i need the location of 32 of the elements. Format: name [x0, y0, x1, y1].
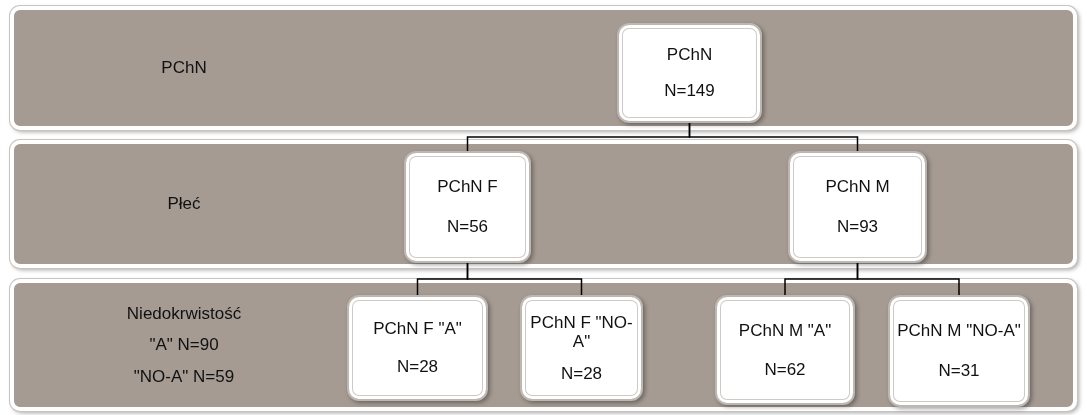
node-title: PChN M "NO-A"	[897, 321, 1021, 341]
level-band	[10, 6, 1077, 130]
node-title: PChN	[666, 45, 713, 65]
node-title: PChN F "NO-A"	[529, 312, 634, 352]
connector-line	[688, 122, 859, 152]
node-title: PChN M "A"	[738, 320, 832, 341]
node-count: N=93	[836, 217, 879, 237]
group-box	[347, 295, 488, 401]
node-count: N=56	[446, 217, 489, 237]
group-box	[788, 151, 927, 263]
node-count: N=28	[396, 357, 439, 377]
connector-line	[856, 262, 960, 296]
level-label: Płeć	[167, 194, 201, 214]
level-label: "NO-A" N=59	[133, 366, 235, 387]
group-box	[617, 23, 762, 123]
node-count: N=28	[560, 363, 603, 384]
level-label: "A" N=90	[149, 335, 219, 355]
node-count: N=149	[664, 81, 715, 101]
level-band	[10, 140, 1077, 268]
group-box	[404, 151, 531, 263]
group-box	[715, 295, 855, 405]
group-box	[888, 295, 1030, 407]
level-band	[10, 279, 1077, 411]
node-title: PChN F	[437, 177, 498, 197]
node-count: N=31	[938, 361, 980, 381]
node-count: N=62	[764, 359, 806, 380]
level-label: Niedokrwistość	[126, 303, 242, 324]
group-box	[520, 295, 643, 401]
level-label: PChN	[161, 58, 207, 78]
node-title: PChN M	[825, 177, 890, 197]
node-title: PChN F "A"	[373, 319, 462, 339]
connector-line	[466, 262, 583, 296]
